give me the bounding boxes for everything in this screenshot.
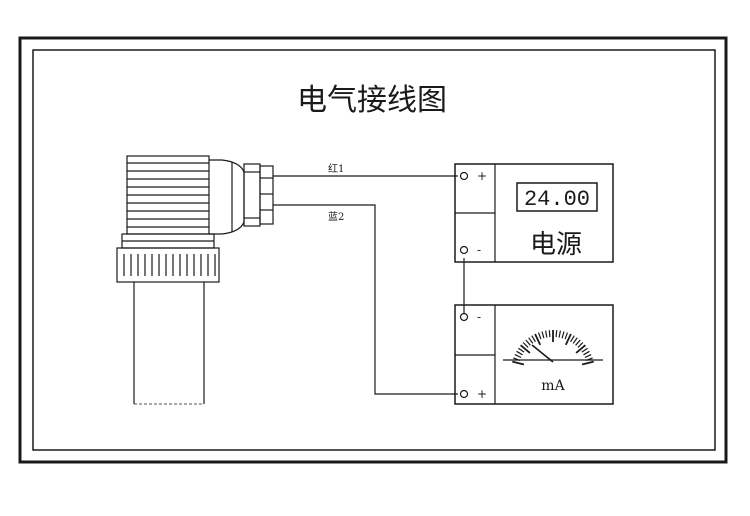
outer-frame — [18, 36, 728, 464]
gauge-tick — [583, 350, 590, 356]
gauge-tick — [581, 360, 594, 366]
gauge-tick — [581, 347, 588, 353]
diagram-title: 电气接线图 — [297, 83, 447, 118]
gauge-tick — [572, 337, 578, 344]
gauge-tick — [548, 330, 551, 338]
gauge-tick — [541, 331, 545, 339]
gauge-scale — [512, 330, 594, 366]
gauge-tick — [537, 332, 542, 340]
gauge-tick — [513, 357, 521, 361]
gauge-tick — [558, 330, 561, 338]
ammeter-unit-label: mA — [541, 378, 565, 394]
red-wire-label: 红1 — [328, 162, 344, 175]
ammeter-minus-terminal[interactable] — [459, 312, 469, 322]
blue-wire — [273, 204, 458, 395]
voltage-display-value: 24.00 — [524, 187, 590, 212]
power-plus-sign: + — [477, 169, 487, 183]
gauge-tick — [564, 333, 572, 346]
power-supply: + - 24.00 电源 — [454, 163, 614, 263]
gauge-tick — [518, 347, 525, 353]
gauge-tick — [570, 335, 575, 343]
wires — [273, 175, 465, 395]
gauge-tick — [516, 350, 523, 356]
gauge-tick — [522, 342, 529, 348]
ammeter-plus-terminal[interactable] — [459, 389, 469, 399]
ammeter: - + mA — [454, 304, 614, 405]
gauge-tick — [545, 330, 548, 338]
gauge-tick — [585, 357, 593, 361]
gauge-tick — [528, 337, 534, 344]
ammeter-plus-sign: + — [477, 387, 487, 401]
gauge-tick — [520, 344, 531, 354]
power-supply-label: 电源 — [530, 230, 582, 260]
ammeter-minus-sign: - — [477, 310, 481, 324]
gauge-needle — [531, 344, 554, 363]
gauge-tick — [531, 335, 536, 343]
gauge-tick — [514, 354, 522, 359]
gauge-tick — [525, 339, 531, 346]
gauge-tick — [584, 354, 592, 359]
gauge-tick — [575, 344, 586, 354]
gauge-tick — [512, 360, 525, 366]
gauge-tick — [564, 332, 569, 340]
gauge-tick — [555, 330, 558, 338]
gauge-tick — [575, 339, 581, 346]
gauge-tick — [561, 331, 565, 339]
gauge-tick — [534, 333, 542, 346]
power-plus-terminal[interactable] — [459, 171, 469, 181]
sensor-body — [116, 155, 274, 405]
power-minus-terminal[interactable] — [459, 245, 469, 255]
power-minus-sign: - — [477, 243, 481, 257]
blue-wire-label: 蓝2 — [328, 211, 344, 223]
voltage-display — [516, 182, 598, 212]
gauge-tick — [577, 342, 584, 348]
